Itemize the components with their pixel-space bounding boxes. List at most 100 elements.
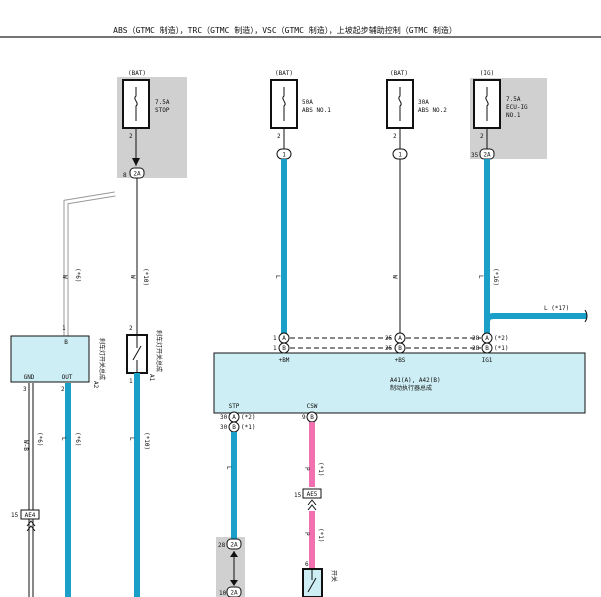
fuse-abs1-symbol [282,87,286,121]
ecu-term-ig1: IG1 [482,357,493,364]
wire-sw-color: L [128,437,135,441]
pin-abs2-a-label: A [398,335,402,342]
wire-stop-code: (*10) [142,268,149,286]
junction-ae5: 15 AE5 [294,488,322,511]
pin-stp-a-code: (*2) [241,414,255,421]
pin-abs2-b-label: B [398,345,402,352]
a1-id: A1 [148,374,155,382]
fuse-ecu-ig-pin: 2 [480,133,484,140]
fuse-ecu-ig-conn-label: 2A [483,152,491,159]
pin-abs2-a-num: 25 [385,335,393,342]
brake-switch-blade [307,577,317,593]
brake-switch-name: 开关 [330,570,338,582]
fuse-stop: (BAT) 7.5A STOP 2 8 2A [117,70,187,179]
fuse-abs2-rating: 30A [418,99,429,106]
a1-stop-light-switch: 2 1 A1 刹车灯开关总成 [126,325,163,385]
a2-name: 刹车灯开关总成 [98,338,106,380]
pin-abs1-a-label: A [282,335,286,342]
fuse-stop-pin: 2 [129,133,133,140]
a1-contact-blade [132,345,142,361]
brake-switch-pin: 6 [305,561,309,568]
wire-sw-code: (*10) [143,432,150,450]
junction-ae4-label: AE4 [25,512,36,519]
a2-terminal-out: OUT [62,374,73,381]
junction-2a-bottom-label: 2A [230,590,238,597]
wire-ig-code: (*16) [492,268,499,286]
fuse-abs2-pin: 2 [393,133,397,140]
pin-stp-a-num: 30 [220,414,228,421]
brake-switch-lower: 6 开关 [302,561,338,597]
wire-abs1-color: L [274,275,281,279]
ecu-pins-bottom: A B 30 30 (*2) (*1) B 9 [220,411,318,433]
pin-stp-b-label: B [232,424,236,431]
wire-ig-branch-break [584,309,588,323]
pin-ig-a-num: 28 [472,335,480,342]
a1-name: 刹车灯开关总成 [155,330,163,372]
junction-ae4: 15 AE4 [11,509,40,532]
wire-stp-arrow-down [230,580,238,586]
ecu-id: A41(A), A42(B) [390,377,441,384]
pin-stp-b-num: 30 [220,424,228,431]
junction-2a-bottom: 10 2A [219,586,242,597]
junction-ae5-label: AE5 [307,491,318,498]
fuse-ecu-ig-source: (IG) [480,70,494,77]
pin-csw-label: B [310,414,314,421]
pin-abs1-a-num: 1 [273,335,277,342]
pin-abs1-b-label: B [282,345,286,352]
fuse-abs2-name: ABS NO.2 [418,107,447,114]
wire-ig-branch-label: L (*17) [544,305,569,312]
junction-ae4-box [20,509,40,520]
wire-out-code: (*6) [74,432,81,446]
a1-pin-top: 2 [129,325,133,332]
junction-2a-bottom-box [226,586,242,597]
ecu-term-bm: +BM [279,357,290,364]
fuse-stop-rating: 7.5A [155,99,170,106]
fuse-abs1-conn-label: 1 [282,152,286,159]
pin-stp-a-label: A [232,414,236,421]
junction-ae5-chevron [307,499,317,511]
junction-2a-top: 28 2A [218,538,242,550]
wire-out-color: L [60,437,67,441]
fuse-ecu-ig-rating: 7.5A [506,96,521,103]
pin-stp-b-code: (*1) [241,424,255,431]
page-title: ABS（GTMC 制造），TRC（GTMC 制造），VSC（GTMC 制造），上… [113,25,457,35]
wire-csw2-color: P [303,532,310,536]
fuse-abs2-conn-label: 1 [398,152,402,159]
ecu-term-stp: STP [229,403,240,410]
wire-left-color: W [61,275,68,279]
wire-white-outline [63,191,116,336]
wire-stp-color: L [225,466,232,470]
junction-ae5-box [302,488,322,499]
fuse-stop-source: (BAT) [128,70,146,77]
fuse-stop-name: STOP [155,107,170,114]
pin-ig-b-num: 28 [472,345,480,352]
pin-csw-num: 9 [302,414,306,421]
ecu-term-csw: CSW [307,403,318,410]
pin-ig-a-code: (*2) [494,335,508,342]
fuse-stop-symbol [134,87,138,121]
pin-abs2-b-num: 25 [385,345,393,352]
fuse-stop-arrow [132,158,140,166]
a2-pin-out: 2 [61,386,65,393]
wire-csw-color: P [303,467,310,471]
fuse-ecu-ig-conn-pin: 35 [471,152,479,159]
a2-id: A2 [92,381,99,389]
fuse-abs2-symbol [398,87,402,121]
fuse-ecu-ig-symbol [485,87,489,121]
wire-csw-code: (*1) [317,462,324,476]
wire-ig-branch [484,313,587,323]
junction-2a-top-box [226,538,242,550]
wire-ig-color: L [477,275,484,279]
fuse-abs1: (BAT) 50A ABS NO.1 2 1 [270,70,331,160]
fuse-abs1-source: (BAT) [275,70,293,77]
a1-pin-bottom: 1 [129,378,133,385]
ecu-pins-top: A B 1 1 A B 25 25 A B 28 28 (*2) (*1) [273,332,508,354]
wire-stop-color: W [129,275,136,279]
fuse-ecu-ig-name1: ECU-IG [506,104,528,111]
fuse-abs2: (BAT) 30A ABS NO.2 2 1 [386,70,447,160]
a2-pin-b: 1 [62,325,66,332]
junction-2a-bottom-pin: 10 [219,590,227,597]
fuse-stop-conn-pin: 8 [123,172,127,179]
